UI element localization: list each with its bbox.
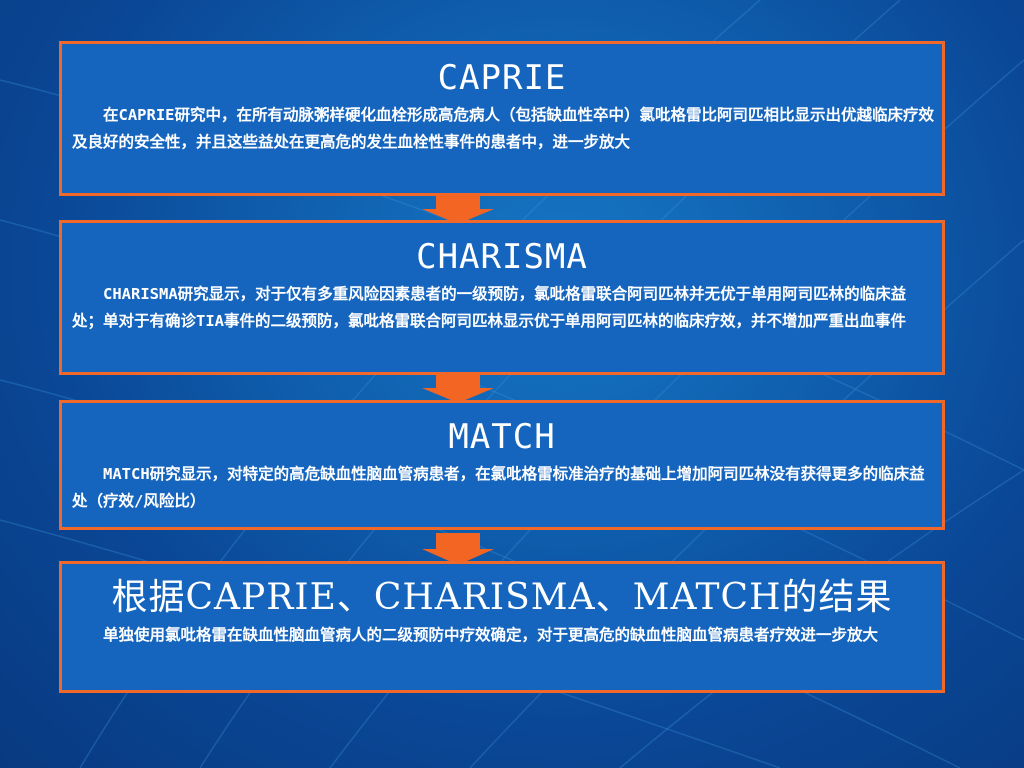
down-arrow-3 xyxy=(422,533,494,565)
conclusion-box: 根据CAPRIE、CHARISMA、MATCH的结果 单独使用氯吡格雷在缺血性脑… xyxy=(59,561,945,693)
charisma-title: CHARISMA xyxy=(416,237,588,277)
match-box: MATCH MATCH研究显示，对特定的高危缺血性脑血管病患者，在氯吡格雷标准治… xyxy=(59,400,945,530)
down-arrow-1 xyxy=(422,194,494,224)
match-title: MATCH xyxy=(448,417,556,457)
caprie-title: CAPRIE xyxy=(437,58,567,98)
down-arrow-2 xyxy=(422,373,494,403)
conclusion-body: 单独使用氯吡格雷在缺血性脑血管病人的二级预防中疗效确定，对于更高危的缺血性脑血管… xyxy=(103,626,879,644)
conclusion-title: 根据CAPRIE、CHARISMA、MATCH的结果 xyxy=(111,577,893,618)
charisma-box: CHARISMA CHARISMA研究显示，对于仅有多重风险因素患者的一级预防，… xyxy=(59,220,945,375)
match-body: MATCH研究显示，对特定的高危缺血性脑血管病患者，在氯吡格雷标准治疗的基础上增… xyxy=(72,465,925,510)
caprie-box: CAPRIE 在CAPRIE研究中，在所有动脉粥样硬化血栓形成高危病人（包括缺血… xyxy=(59,41,945,196)
caprie-body: 在CAPRIE研究中，在所有动脉粥样硬化血栓形成高危病人（包括缺血性卒中）氯吡格… xyxy=(72,106,934,151)
charisma-body: CHARISMA研究显示，对于仅有多重风险因素患者的一级预防，氯吡格雷联合阿司匹… xyxy=(72,285,907,330)
